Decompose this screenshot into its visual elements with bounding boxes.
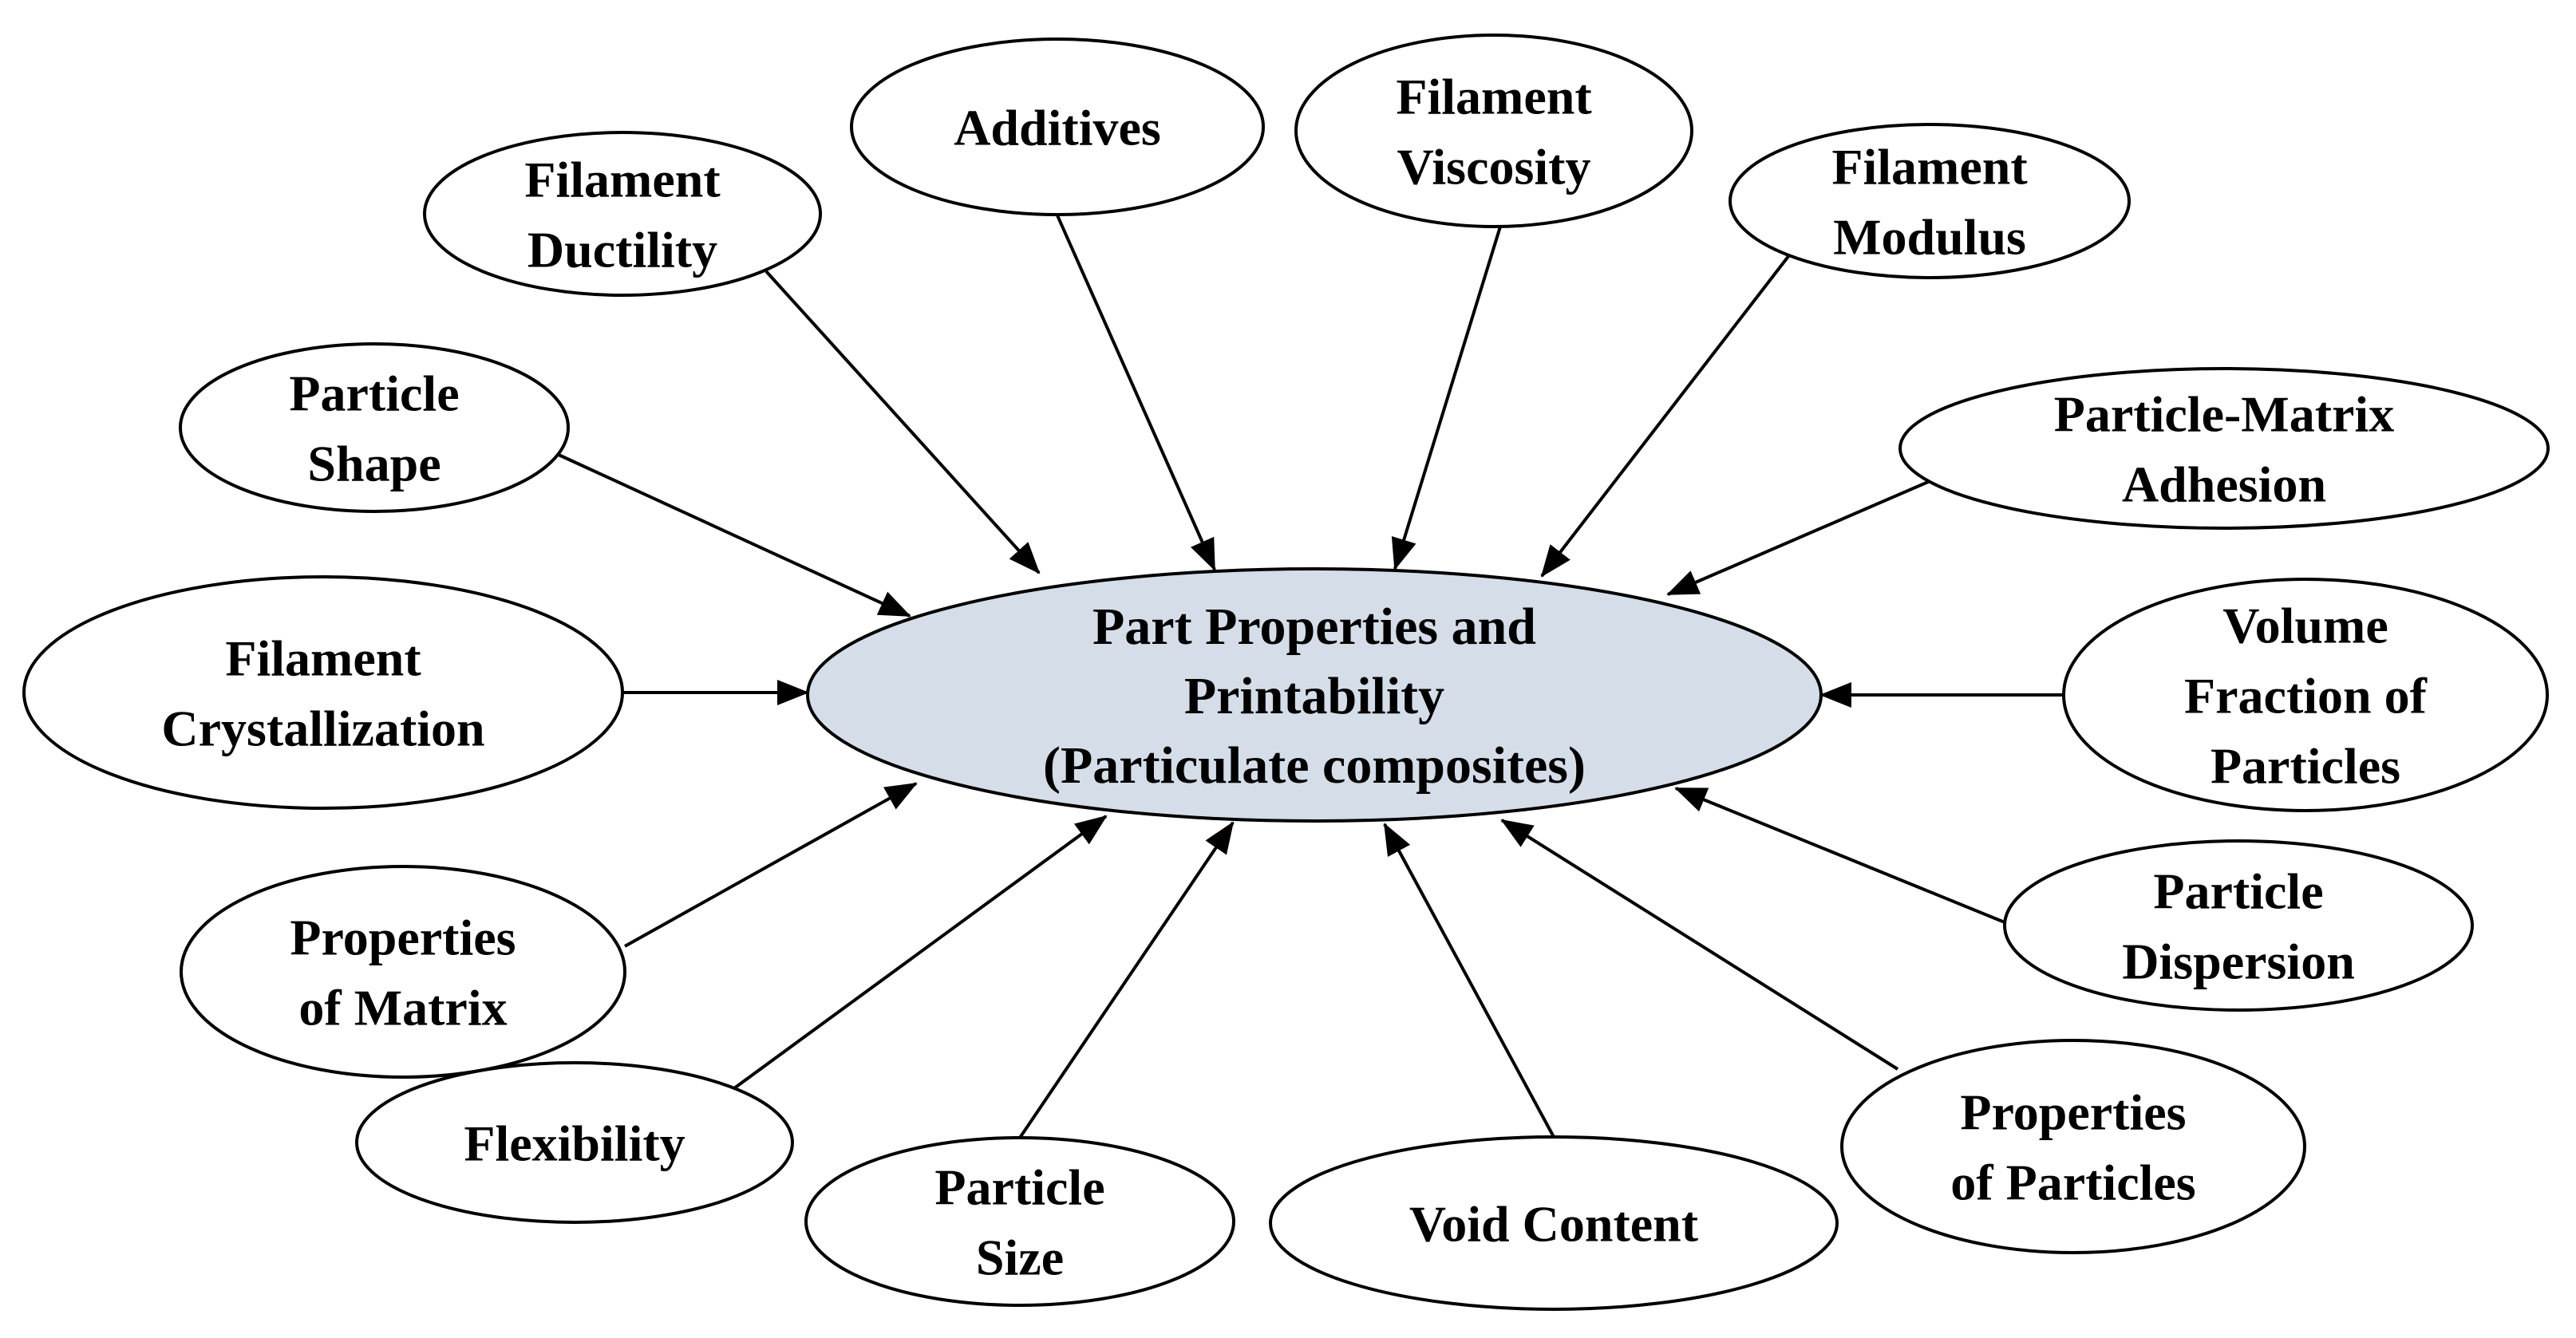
factor-label-line: Properties — [290, 909, 516, 965]
factor-label-line: Particle-Matrix — [2054, 385, 2394, 442]
arrow-particle-size — [1018, 821, 1235, 1139]
factor-node-void-content: Void Content — [1269, 1135, 1839, 1311]
arrows — [558, 215, 2064, 1139]
factor-label-line: Particle — [289, 365, 459, 421]
factor-node-properties-of-matrix: Properties of Matrix — [180, 865, 626, 1079]
arrow-properties-of-particles — [1500, 819, 1899, 1071]
arrow-particle-matrix-adhesion — [1666, 476, 1940, 596]
factor-ellipse — [804, 1136, 1235, 1307]
factor-label-line: Ductility — [527, 221, 717, 278]
arrow-void-content — [1383, 823, 1555, 1138]
factor-label-line: Dispersion — [2122, 933, 2355, 989]
factor-ellipse — [1898, 367, 2550, 530]
factor-ellipse — [1269, 1135, 1839, 1311]
factor-label-line: Additives — [954, 99, 1161, 156]
central-label-line: Printability — [1184, 667, 1444, 725]
factor-label-line: Particle — [2153, 862, 2323, 919]
arrow-filament-ductility — [765, 270, 1041, 574]
central-label-line: Part Properties and — [1092, 598, 1536, 656]
factor-ellipse — [22, 575, 624, 810]
factor-label-line: Fraction of — [2184, 667, 2428, 724]
factor-label-line: Particles — [2211, 737, 2400, 794]
factor-ellipse — [355, 1061, 794, 1224]
factor-ellipse — [1729, 123, 2131, 279]
factor-ellipse — [180, 865, 626, 1079]
arrow-particle-shape — [558, 453, 911, 618]
factor-label-line: Filament — [524, 151, 721, 207]
factor-label-line: Particle — [934, 1158, 1104, 1215]
factor-label-line: Modulus — [1833, 208, 2026, 265]
central-ellipse — [806, 567, 1823, 823]
arrow-additives — [1056, 215, 1216, 571]
factor-ellipse — [2062, 578, 2549, 812]
factor-node-properties-of-particles: Properties of Particles — [1840, 1039, 2306, 1254]
factor-label-line: Shape — [307, 435, 441, 491]
arrow-filament-viscosity — [1391, 226, 1502, 570]
factor-label-line: Flexibility — [464, 1115, 685, 1171]
factor-label-line: Crystallization — [161, 700, 484, 756]
nodes: FilamentDuctilityAdditivesFilamentViscos… — [22, 34, 2550, 1311]
factor-ellipse — [1840, 1039, 2306, 1254]
arrow-flexibility — [733, 815, 1108, 1090]
factor-ellipse — [423, 131, 822, 297]
factor-label-line: of Particles — [1950, 1154, 2195, 1210]
factor-label-line: Filament — [225, 630, 421, 686]
factor-label-line: of Matrix — [298, 979, 507, 1036]
factor-label-line: Properties — [1960, 1083, 2186, 1140]
factor-ellipse — [850, 37, 1265, 216]
arrow-filament-modulus — [1540, 254, 1791, 578]
factor-node-flexibility: Flexibility — [355, 1061, 794, 1224]
factor-node-additives: Additives — [850, 37, 1265, 216]
factor-ellipse — [1294, 34, 1693, 228]
arrow-particle-dispersion — [1674, 787, 2005, 924]
factor-label-line: Filament — [1396, 68, 1592, 124]
central-label-line: (Particulate composites) — [1043, 736, 1586, 795]
factor-label-line: Viscosity — [1397, 138, 1591, 195]
factor-ellipse — [179, 342, 570, 513]
factor-ellipse — [2003, 839, 2474, 1012]
arrow-properties-of-matrix — [624, 782, 918, 948]
factor-label-line: Volume — [2222, 597, 2388, 653]
factor-label-line: Filament — [1831, 138, 2028, 195]
factor-label-line: Adhesion — [2122, 456, 2326, 512]
factor-label-line: Size — [976, 1229, 1064, 1285]
factor-label-line: Void Content — [1409, 1195, 1699, 1252]
